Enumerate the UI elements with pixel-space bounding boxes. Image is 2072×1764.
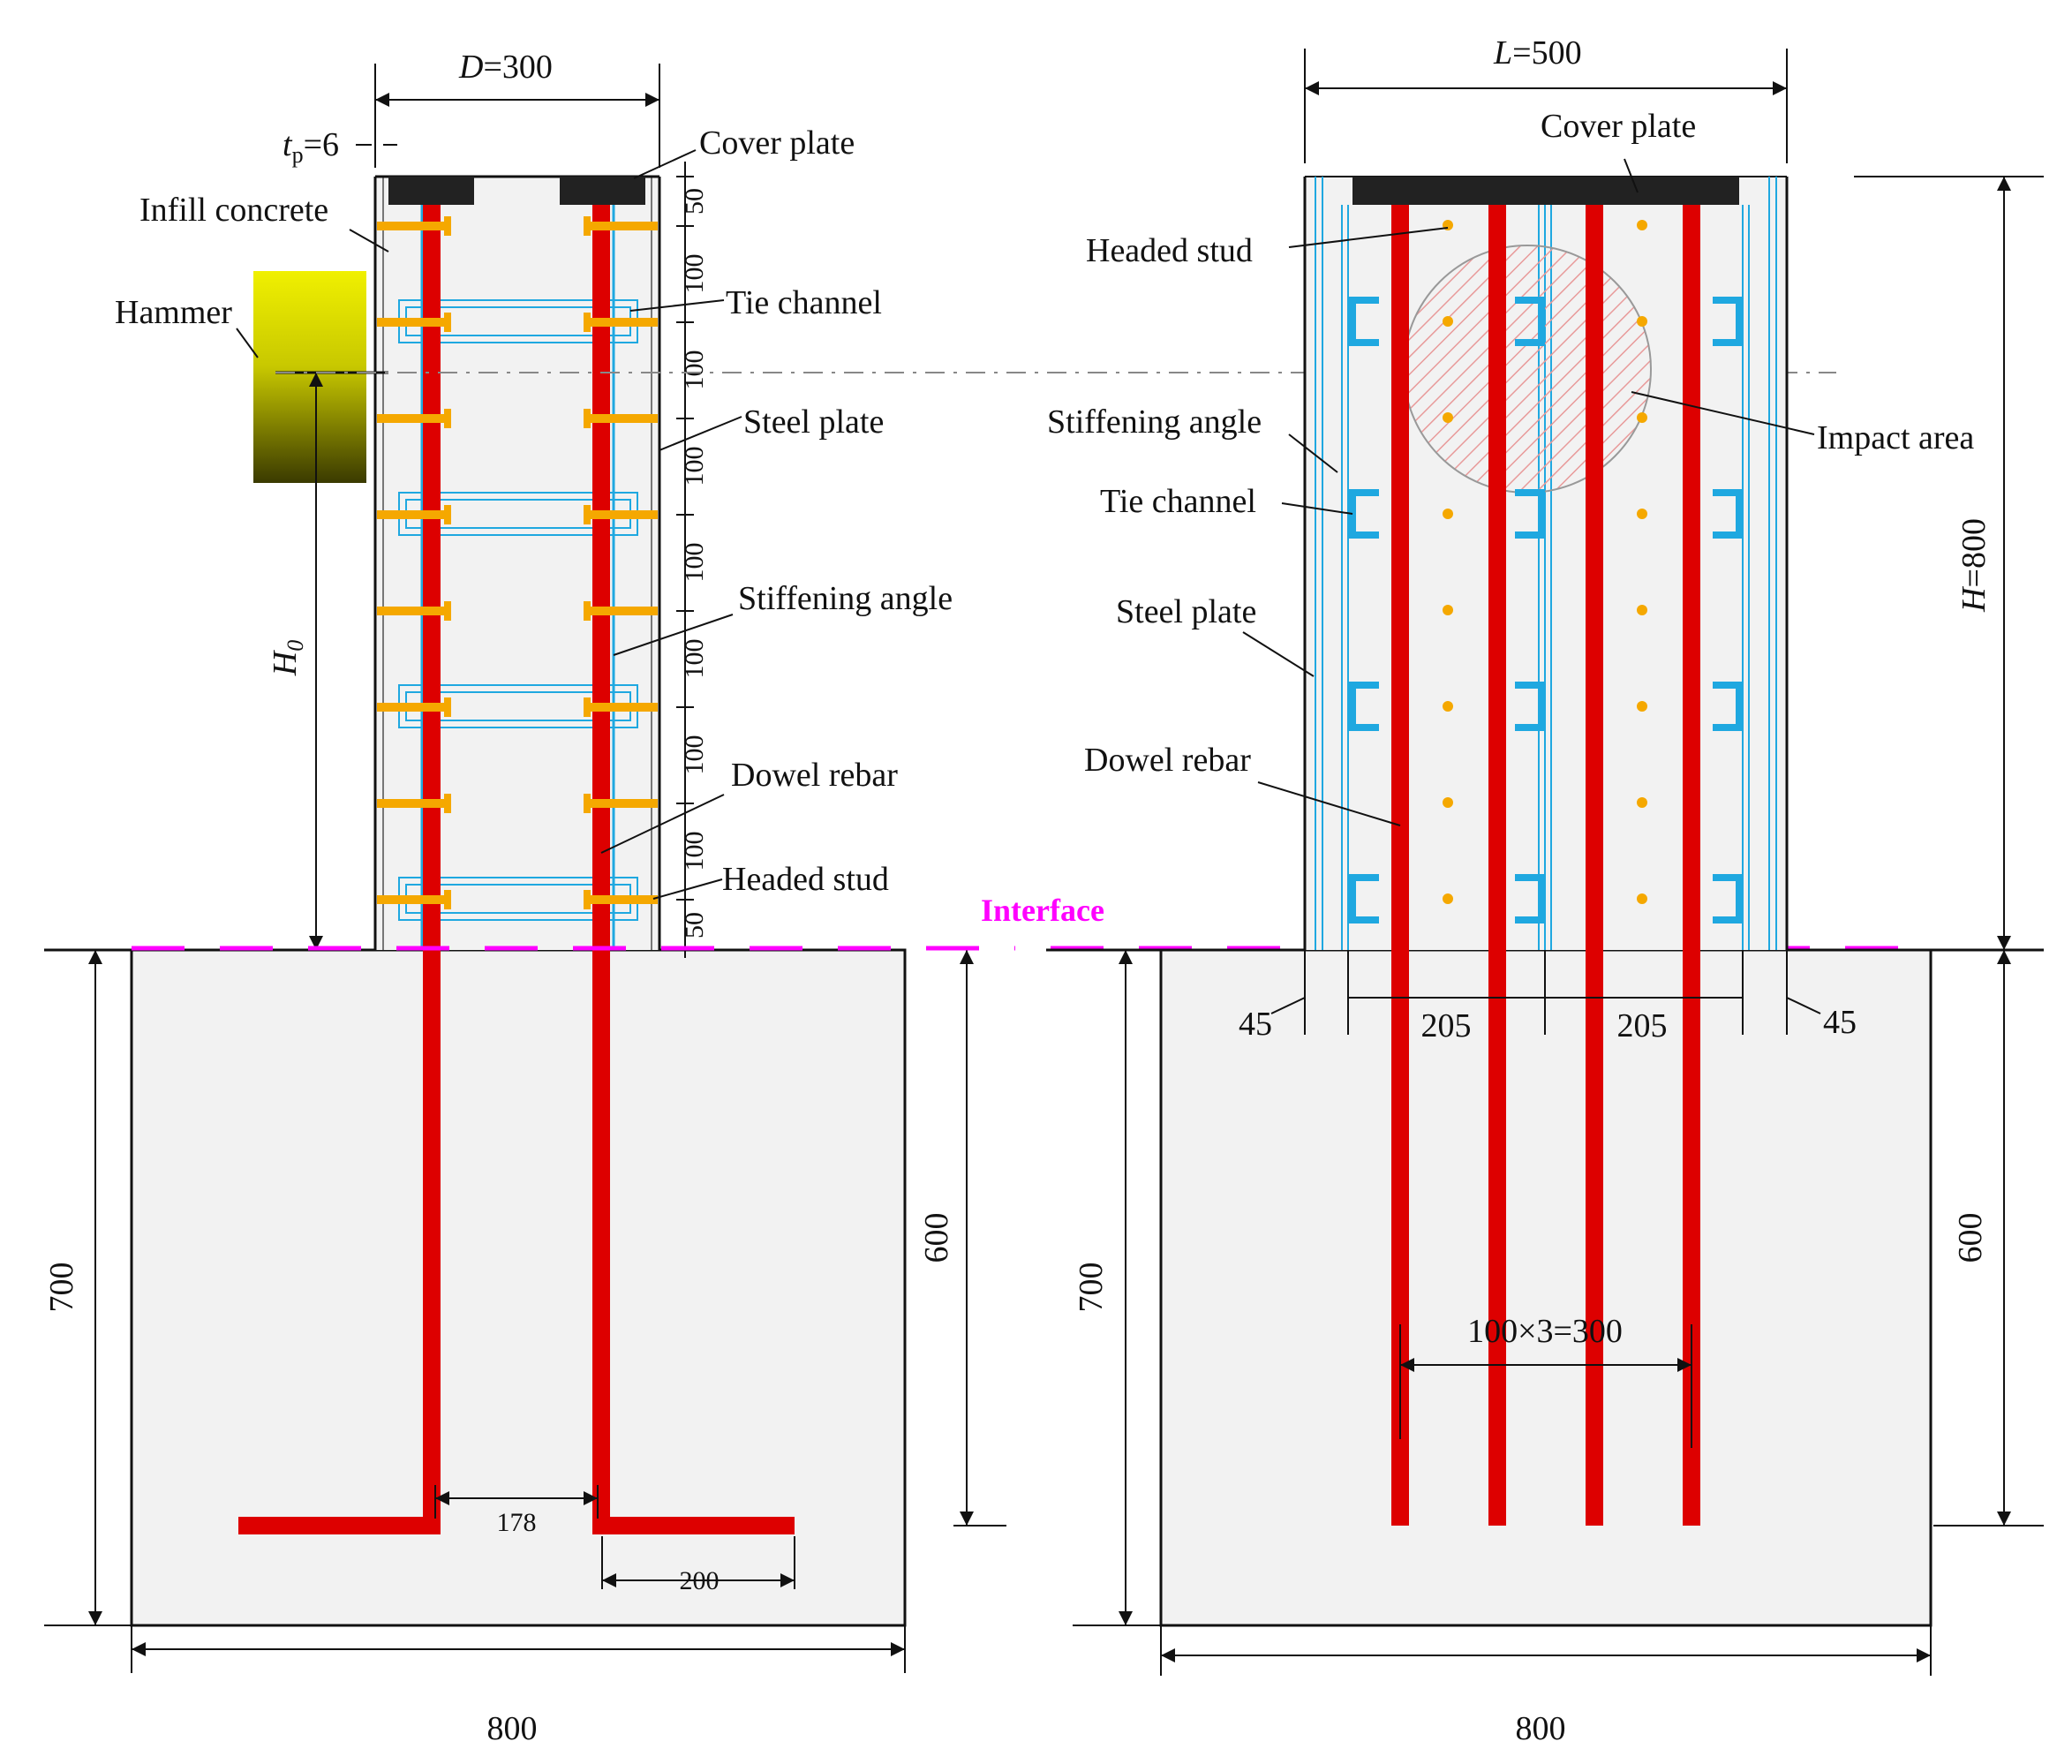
left-stud-spacing: 50 100 100 100 100 100 100 100 50 [680, 188, 709, 939]
right-dowel-rebar-3 [1586, 205, 1603, 1526]
right-label-cover-plate: Cover plate [1541, 108, 1696, 145]
svg-text:100: 100 [680, 351, 709, 390]
left-view: D=300 tp=6 50 100 100 100 100 100 100 [43, 49, 1006, 1747]
left-foundation-height: 700 [43, 1263, 80, 1313]
impact-area [1403, 245, 1652, 494]
right-headed-studs [1443, 220, 1647, 904]
right-tie-channels [1349, 297, 1743, 923]
svg-text:100: 100 [680, 543, 709, 583]
right-embed-depth: 600 [1952, 1213, 1989, 1263]
left-embed-depth: 600 [918, 1213, 955, 1263]
left-foundation [130, 948, 907, 1627]
left-hook-length: 200 [680, 1566, 720, 1595]
interface-label: Interface [981, 893, 1104, 928]
left-cover-plate-1 [388, 177, 474, 205]
right-dim-45-right: 45 [1823, 1004, 1857, 1041]
left-dowel-rebar-1 [423, 205, 441, 1531]
left-dowel-rebar-2 [592, 205, 610, 1531]
svg-text:100: 100 [680, 447, 709, 486]
left-label-stiffening-angle: Stiffening angle [738, 580, 953, 617]
left-foundation-width: 800 [487, 1710, 538, 1747]
right-label-headed-stud: Headed stud [1086, 232, 1253, 269]
right-cover-plate [1352, 177, 1739, 205]
right-width-dim: L=500 [1493, 34, 1582, 72]
right-label-stiffening-angle: Stiffening angle [1047, 403, 1262, 441]
svg-text:50: 50 [680, 188, 709, 215]
right-height-dim: H=800 [1955, 518, 1993, 613]
right-dowel-rebar-2 [1488, 205, 1506, 1526]
left-label-headed-stud: Headed stud [722, 861, 889, 898]
right-rebar-spacing: 100×3=300 [1467, 1313, 1623, 1350]
right-label-dowel-rebar: Dowel rebar [1084, 742, 1251, 779]
right-label-steel-plate: Steel plate [1116, 593, 1256, 630]
svg-text:50: 50 [680, 912, 709, 939]
left-label-tie-channel: Tie channel [726, 284, 882, 321]
left-rebar-hook-1 [238, 1517, 441, 1534]
right-label-tie-channel: Tie channel [1100, 483, 1256, 520]
right-dim-45-left: 45 [1239, 1006, 1272, 1043]
right-dowel-rebar-4 [1683, 205, 1700, 1526]
left-width-dim: D=300 [458, 49, 553, 86]
svg-text:100: 100 [680, 254, 709, 294]
svg-text:100: 100 [680, 832, 709, 871]
right-dim-205-left: 205 [1421, 1007, 1472, 1044]
left-rebar-hook-2 [592, 1517, 795, 1534]
hammer [253, 271, 366, 483]
left-h0-dim: H0 [267, 640, 308, 676]
right-dim-205-right: 205 [1617, 1007, 1668, 1044]
left-rebar-gap: 178 [497, 1508, 537, 1537]
svg-text:100: 100 [680, 639, 709, 679]
right-view: L=500 H=800 600 700 45 205 205 45 [1046, 34, 2044, 1747]
left-column-concrete [375, 177, 659, 950]
left-label-steel-plate: Steel plate [743, 403, 884, 441]
right-foundation-width: 800 [1516, 1710, 1566, 1747]
left-label-hammer: Hammer [115, 294, 232, 331]
left-headed-studs [377, 216, 658, 909]
left-cover-plate-2 [560, 177, 645, 205]
left-label-dowel-rebar: Dowel rebar [731, 757, 898, 794]
right-label-impact-area: Impact area [1817, 419, 1974, 456]
left-label-infill-concrete: Infill concrete [139, 192, 328, 229]
left-label-cover-plate: Cover plate [699, 124, 855, 162]
right-foundation-height: 700 [1073, 1263, 1110, 1313]
right-foundation [1159, 948, 1933, 1627]
left-thickness-dim: tp=6 [283, 126, 339, 168]
svg-text:100: 100 [680, 735, 709, 775]
right-dowel-rebar-1 [1391, 205, 1409, 1526]
